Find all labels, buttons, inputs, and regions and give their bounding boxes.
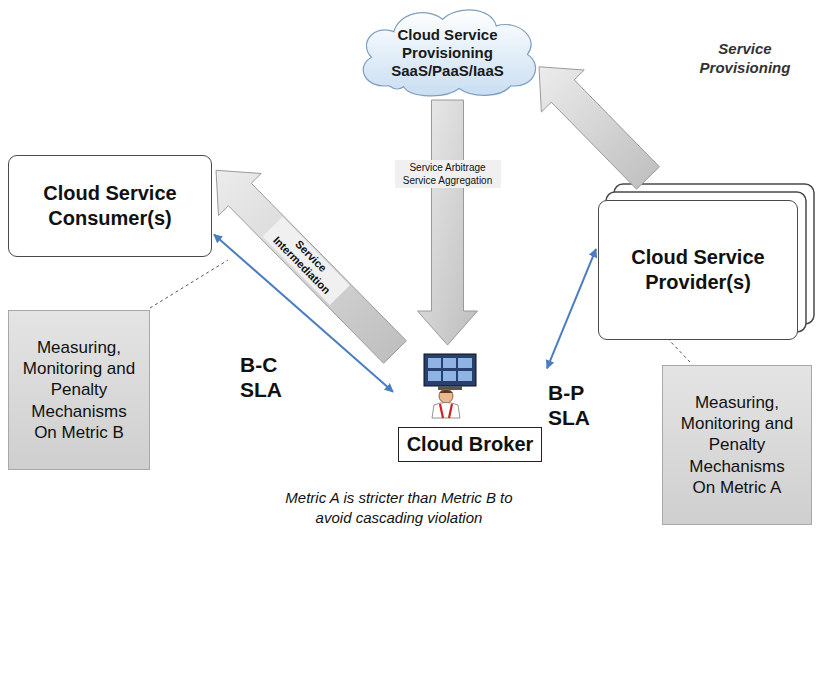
broker-icon xyxy=(424,354,476,418)
flow-arrow xyxy=(539,67,659,189)
sla-label: B-C SLA xyxy=(240,352,298,402)
sla-label: B-P SLA xyxy=(548,380,606,430)
flow-label: Service Intermediation xyxy=(262,217,350,305)
sla-link xyxy=(547,249,596,368)
node-text: Cloud Service Provisioning SaaS/PaaS/Iaa… xyxy=(385,26,510,80)
node-text: Measuring, Monitoring and Penalty Mechan… xyxy=(678,392,796,498)
provider-box: Cloud Service Provider(s) xyxy=(598,200,798,340)
node-text: Cloud Service Consumer(s) xyxy=(35,181,185,231)
flow-arrow xyxy=(418,100,478,345)
flow-label: Service Provisioning xyxy=(690,40,800,78)
node-text: Cloud Broker xyxy=(398,427,543,462)
metric-box: Measuring, Monitoring and Penalty Mechan… xyxy=(8,310,150,470)
leader-line xyxy=(150,260,228,308)
consumer-box: Cloud Service Consumer(s) xyxy=(8,155,212,257)
flow-arrow xyxy=(216,170,406,363)
flow-label: Service Arbitrage Service Aggregation xyxy=(395,160,501,188)
note-label: Metric A is stricter than Metric B to av… xyxy=(268,488,530,527)
metric-box: Measuring, Monitoring and Penalty Mechan… xyxy=(662,365,812,525)
node-text: Measuring, Monitoring and Penalty Mechan… xyxy=(20,337,138,443)
cloud-shape: Cloud Service Provisioning SaaS/PaaS/Iaa… xyxy=(350,5,545,100)
broker-box: Cloud Broker xyxy=(395,345,545,462)
node-text: Cloud Service Provider(s) xyxy=(623,245,773,295)
